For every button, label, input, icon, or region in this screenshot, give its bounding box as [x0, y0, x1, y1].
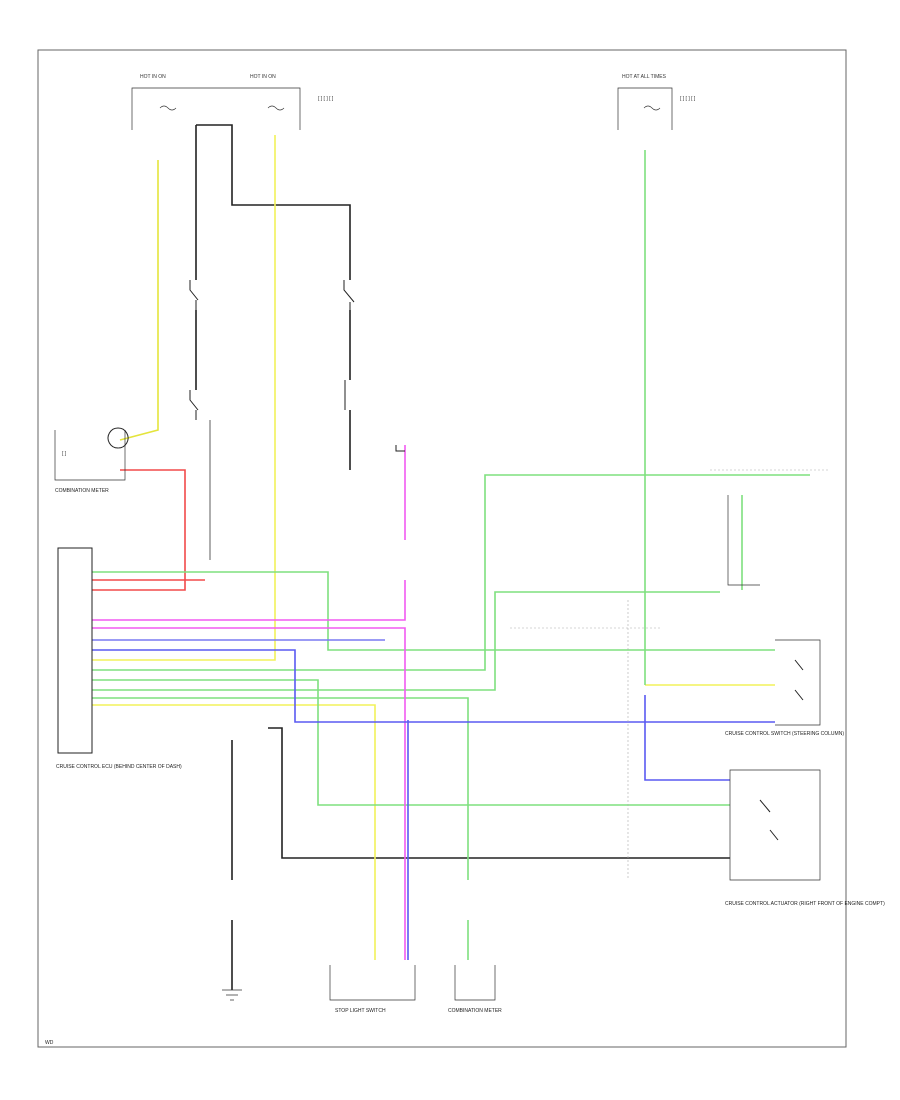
- stop-light-switch-label: STOP LIGHT SWITCH: [335, 1008, 386, 1014]
- switch-icons: [189, 280, 804, 841]
- bottom-connector-switch: STOP LIGHT SWITCH: [329, 965, 416, 1014]
- svg-text:[ ] [ ] [ ]: [ ] [ ] [ ]: [680, 96, 696, 102]
- black-wires: [195, 124, 730, 990]
- pink-wires: [92, 445, 406, 960]
- fuse-icons: [159, 105, 661, 111]
- footer-code: WD: [45, 1040, 54, 1046]
- bottom-combination-meter: COMBINATION METER: [448, 965, 502, 1014]
- yellow-wires: [92, 135, 775, 960]
- combination-meter-top-label: COMBINATION METER: [55, 488, 109, 494]
- combination-meter-bottom-label: COMBINATION METER: [448, 1008, 502, 1014]
- fuse-right-label: HOT AT ALL TIMES: [622, 74, 667, 80]
- bottom-ground: [222, 989, 242, 1001]
- combination-meter-top: [ ] COMBINATION METER: [54, 427, 129, 494]
- red-wires: [92, 469, 205, 591]
- fuse-left-b-label: HOT IN ON: [250, 74, 276, 80]
- blue-wires: [92, 639, 775, 960]
- cruise-switch-label: CRUISE CONTROL SWITCH (STEERING COLUMN): [725, 731, 844, 737]
- fuse-left-a-label: HOT IN ON: [140, 74, 166, 80]
- svg-text:[ ]: [ ]: [62, 451, 67, 457]
- cruise-ecu-label: CRUISE CONTROL ECU (BEHIND CENTER OF DAS…: [56, 764, 182, 770]
- dashed-boundaries: [510, 469, 830, 880]
- green-wires: [92, 150, 810, 960]
- cruise-switch-block: CRUISE CONTROL SWITCH (STEERING COLUMN): [725, 495, 844, 737]
- cruise-ecu: CRUISE CONTROL ECU (BEHIND CENTER OF DAS…: [56, 547, 182, 770]
- fuse-block-right: HOT AT ALL TIMES [ ] [ ] [ ]: [617, 74, 696, 130]
- actuator-block: CRUISE CONTROL ACTUATOR (RIGHT FRONT OF …: [725, 769, 885, 907]
- diagram-frame: [37, 49, 847, 1048]
- svg-text:[ ] [ ] [ ]: [ ] [ ] [ ]: [318, 96, 334, 102]
- actuator-label: CRUISE CONTROL ACTUATOR (RIGHT FRONT OF …: [725, 901, 885, 907]
- fuse-block-left: HOT IN ON HOT IN ON [ ] [ ] [ ]: [131, 74, 334, 130]
